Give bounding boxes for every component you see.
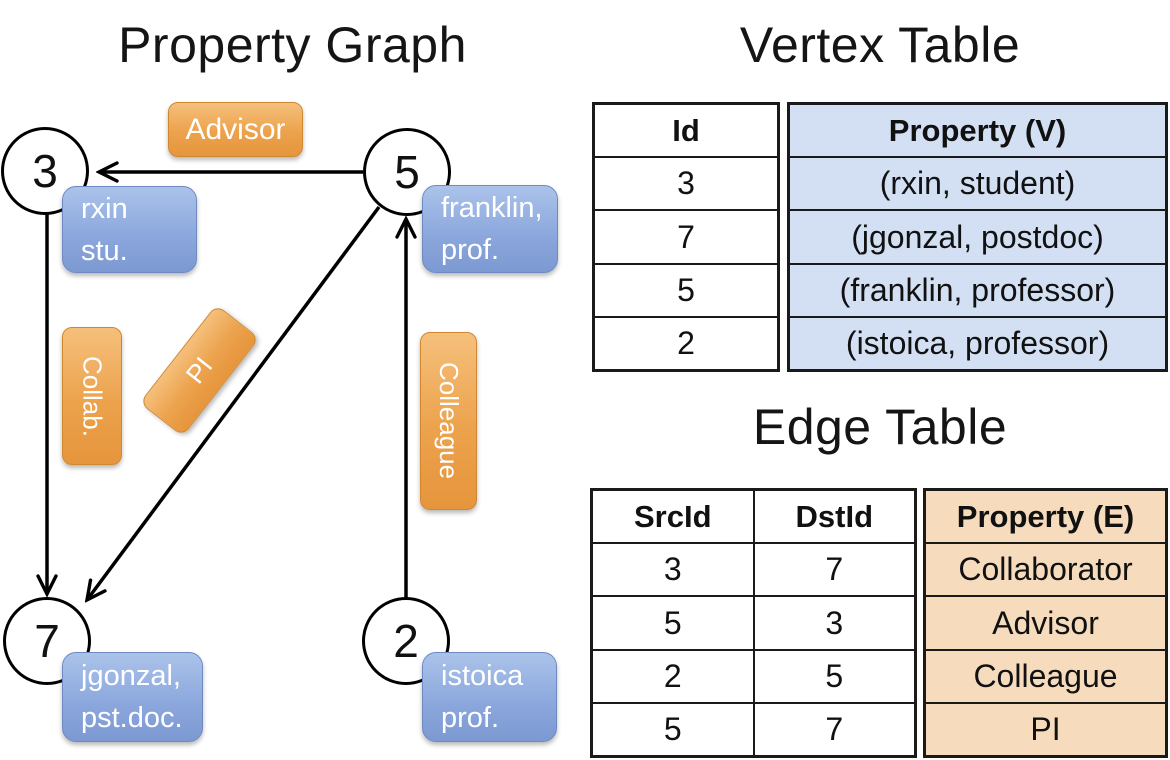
property-line: pst.doc. bbox=[81, 702, 183, 734]
edge-label-advisor: Advisor bbox=[168, 102, 303, 157]
property-line: rxin bbox=[81, 192, 128, 225]
edge-table-src-dst-columns: SrcId 3 5 2 5 DstId 7 3 5 7 bbox=[590, 488, 917, 758]
table-cell: Advisor bbox=[926, 595, 1165, 648]
table-cell: Colleague bbox=[926, 648, 1165, 702]
graph-node-5: 5 bbox=[363, 128, 451, 216]
edge-table-dst-column: DstId 7 3 5 7 bbox=[752, 491, 914, 755]
table-cell: (jgonzal, postdoc) bbox=[790, 209, 1165, 262]
edge-label-collab: Collab. bbox=[62, 327, 122, 465]
table-cell: (istoica, professor) bbox=[790, 315, 1165, 369]
table-cell: 3 bbox=[593, 542, 753, 595]
edge-table-property-header: Property (E) bbox=[956, 498, 1135, 534]
vertex-table-property-header: Property (V) bbox=[888, 112, 1067, 148]
table-cell: PI bbox=[926, 701, 1165, 755]
graph-edges-svg bbox=[0, 0, 585, 760]
property-line: stu. bbox=[81, 234, 128, 267]
vertex-property-box-rxin: rxin stu. bbox=[62, 186, 197, 273]
graph-node-2: 2 bbox=[362, 597, 450, 685]
table-cell: 7 bbox=[754, 542, 914, 595]
table-cell: 5 bbox=[754, 648, 914, 702]
table-cell: 7 bbox=[595, 209, 777, 262]
table-cell: 7 bbox=[754, 701, 914, 755]
property-line: istoica bbox=[441, 660, 524, 692]
table-cell: 5 bbox=[593, 595, 753, 648]
property-line: prof. bbox=[441, 234, 500, 266]
property-graph-title: Property Graph bbox=[118, 17, 467, 73]
vertex-table-id-header: Id bbox=[672, 112, 700, 148]
table-cell: Collaborator bbox=[926, 542, 1165, 595]
property-line: prof. bbox=[441, 702, 500, 734]
edge-label-colleague: Colleague bbox=[420, 332, 477, 510]
edge-table-dst-header: DstId bbox=[795, 498, 874, 534]
edge-table-src-column: SrcId 3 5 2 5 bbox=[593, 491, 753, 755]
table-cell: 5 bbox=[595, 262, 777, 316]
edge-table-title: Edge Table bbox=[752, 399, 1008, 455]
table-cell: 5 bbox=[593, 701, 753, 755]
vertex-table-title: Vertex Table bbox=[739, 17, 1021, 73]
table-cell: (franklin, professor) bbox=[790, 262, 1165, 316]
edge-pi-5-to-7 bbox=[87, 205, 381, 600]
table-cell: 3 bbox=[595, 156, 777, 209]
table-cell: 2 bbox=[595, 315, 777, 369]
property-line: franklin, bbox=[441, 192, 543, 224]
edge-table-property-column: Property (E) Collaborator Advisor Collea… bbox=[923, 488, 1168, 758]
vertex-property-box-jgonzal: jgonzal, pst.doc. bbox=[62, 652, 203, 742]
table-cell: (rxin, student) bbox=[790, 156, 1165, 209]
edge-table-src-header: SrcId bbox=[633, 498, 712, 534]
table-cell: 2 bbox=[593, 648, 753, 702]
table-cell: 3 bbox=[754, 595, 914, 648]
vertex-table-id-column: Id 3 7 5 2 bbox=[592, 102, 780, 372]
property-line: jgonzal, bbox=[81, 660, 181, 692]
vertex-property-box-franklin: franklin, prof. bbox=[422, 185, 558, 273]
vertex-property-box-istoica: istoica prof. bbox=[422, 652, 557, 742]
vertex-table-property-column: Property (V) (rxin, student) (jgonzal, p… bbox=[787, 102, 1168, 372]
